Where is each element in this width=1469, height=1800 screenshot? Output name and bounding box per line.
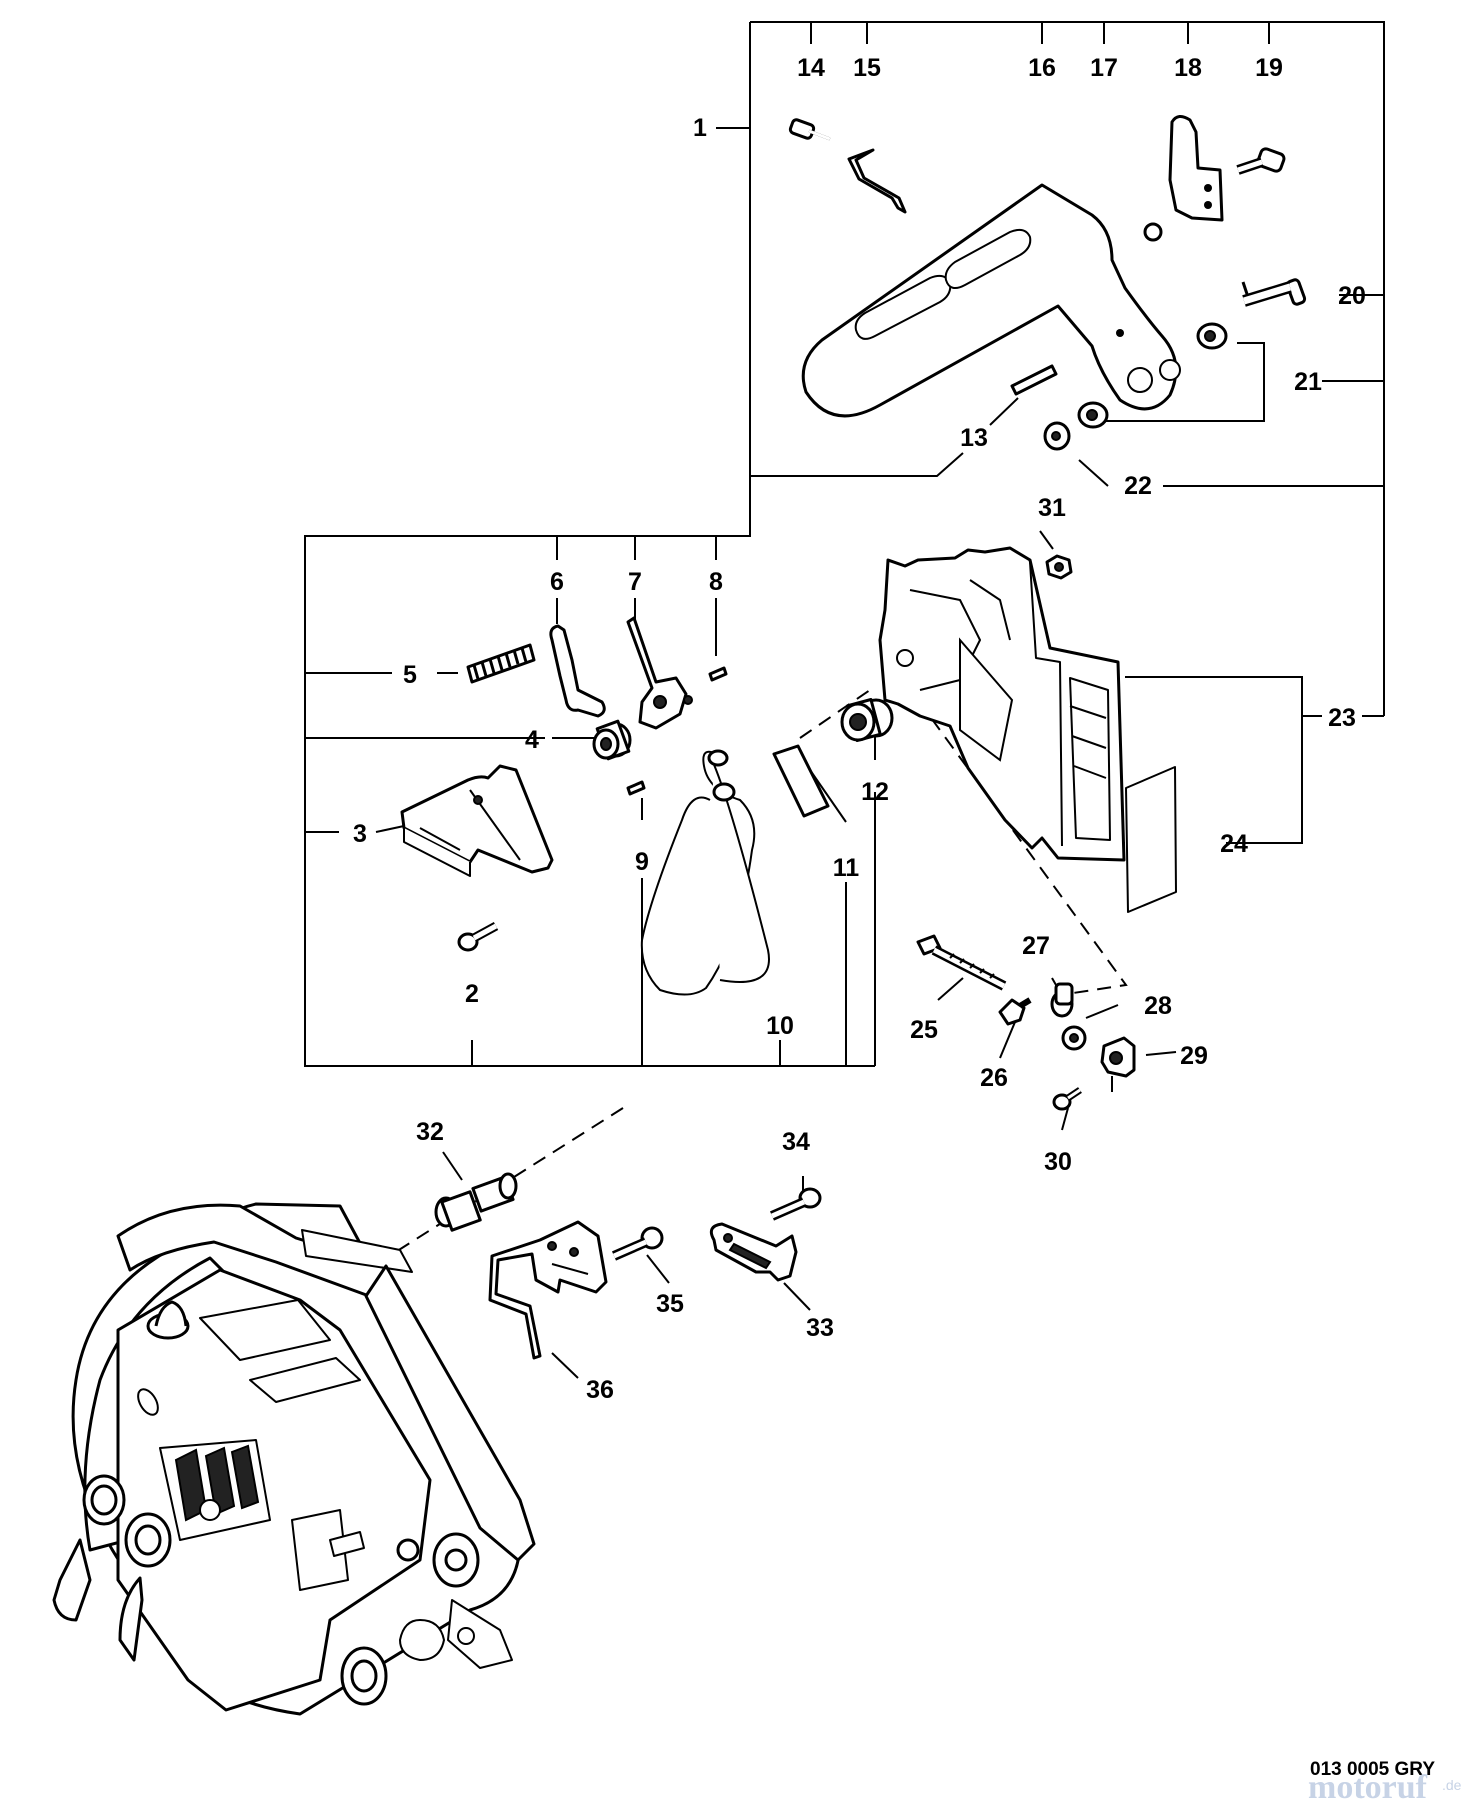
clip-33-icon <box>709 1222 798 1282</box>
part-label-14: 14 <box>797 54 825 82</box>
part-label-12: 12 <box>861 778 889 806</box>
part-label-1: 1 <box>693 114 707 142</box>
tensioner-pin-26-icon <box>998 997 1032 1026</box>
watermark-logo: motoruf .de <box>1308 1769 1462 1800</box>
plate-3-icon <box>400 764 554 877</box>
part-label-20: 20 <box>1338 282 1366 310</box>
spring-5-icon <box>466 643 536 684</box>
brake-band-10-icon <box>640 749 770 996</box>
nut-17-icon <box>1143 222 1163 242</box>
part-label-5: 5 <box>403 661 417 689</box>
pin-9-icon <box>626 780 646 796</box>
part-label-19: 19 <box>1255 54 1283 82</box>
part-drawings <box>52 115 1307 1716</box>
gear-28-icon <box>1061 1025 1087 1051</box>
pin-8-icon <box>708 666 728 682</box>
part-label-3: 3 <box>353 820 367 848</box>
clip-29-icon <box>1100 1036 1136 1092</box>
part-label-21: 21 <box>1294 368 1322 396</box>
nut-31-icon <box>1045 554 1073 580</box>
part-label-25: 25 <box>910 1016 938 1044</box>
nut-22-icon <box>1043 421 1071 451</box>
block-11-icon <box>772 744 830 818</box>
part-label-13: 13 <box>960 424 988 452</box>
part-label-23: 23 <box>1328 704 1356 732</box>
part-label-33: 33 <box>806 1314 834 1342</box>
part-label-11: 11 <box>833 854 860 882</box>
bolt-19-icon <box>1236 147 1286 175</box>
lever-7-icon <box>626 616 693 730</box>
part-label-35: 35 <box>656 1290 684 1318</box>
part-label-26: 26 <box>980 1064 1008 1092</box>
part-label-16: 16 <box>1028 54 1056 82</box>
part-label-22: 22 <box>1124 472 1152 500</box>
part-label-31: 31 <box>1038 494 1066 522</box>
part-label-18: 18 <box>1174 54 1202 82</box>
spring-clip-15-icon <box>847 148 907 214</box>
part-label-30: 30 <box>1044 1148 1072 1176</box>
part-label-2: 2 <box>465 980 479 1008</box>
part-label-27: 27 <box>1022 932 1050 960</box>
watermark-suffix: .de <box>1442 1777 1462 1793</box>
screw-35-icon <box>611 1226 664 1261</box>
part-label-29: 29 <box>1180 1042 1208 1070</box>
part-label-4: 4 <box>525 726 539 754</box>
part-label-9: 9 <box>635 848 649 876</box>
part-label-15: 15 <box>853 54 881 82</box>
part-label-28: 28 <box>1144 992 1172 1020</box>
part-label-10: 10 <box>766 1012 794 1040</box>
part-label-6: 6 <box>550 568 564 596</box>
drum-12-icon <box>840 698 894 742</box>
bracket-18-icon <box>1168 115 1224 222</box>
nut-21-icon <box>1077 322 1228 429</box>
part-label-17: 17 <box>1090 54 1118 82</box>
part-number-labels: 1 2 3 4 5 6 7 8 9 10 11 12 13 14 15 16 1… <box>353 54 1366 1404</box>
bolt-20-icon <box>1241 278 1307 307</box>
power-head-icon <box>52 1202 536 1716</box>
bracket-lines <box>304 21 1385 1379</box>
part-label-7: 7 <box>628 568 642 596</box>
part-label-34: 34 <box>782 1128 810 1156</box>
watermark-brand: motoruf <box>1308 1769 1428 1800</box>
pin-13-icon <box>1010 364 1058 396</box>
plate-36-icon <box>488 1220 608 1360</box>
screw-30-icon <box>1052 1087 1082 1111</box>
stud-32-icon <box>434 1172 518 1232</box>
label-sticker-24-icon <box>1125 766 1177 913</box>
lever-6-icon <box>549 624 606 718</box>
part-label-24: 24 <box>1220 830 1248 858</box>
part-label-32: 32 <box>416 1118 444 1146</box>
chain-guard-16-icon <box>801 183 1181 418</box>
part-label-8: 8 <box>709 568 723 596</box>
collar-4-icon <box>592 719 632 761</box>
drawing-code: 013 0005 GRY <box>1310 1759 1435 1780</box>
screw-34-icon <box>769 1187 822 1221</box>
screw-14-icon <box>788 118 831 141</box>
nut-27-icon <box>1050 982 1074 1018</box>
tensioner-screw-25-icon <box>916 934 1007 991</box>
clutch-cover-23-icon <box>878 546 1126 862</box>
screw-2-icon <box>457 922 499 952</box>
part-label-36: 36 <box>586 1376 614 1404</box>
